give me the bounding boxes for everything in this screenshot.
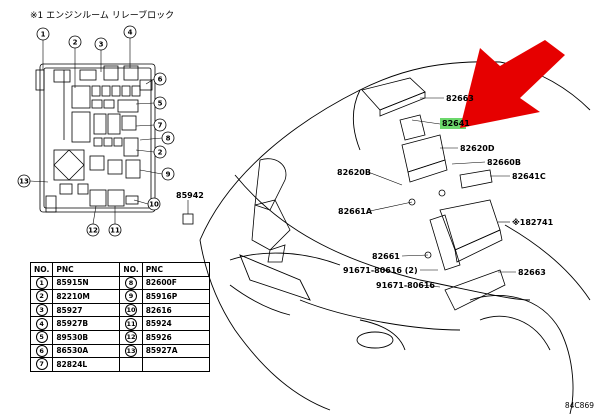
callout-1-label: 1 xyxy=(41,31,46,39)
row-number: 1 xyxy=(35,276,48,289)
row-number: 10 xyxy=(125,304,138,317)
relay-callout-leaders xyxy=(29,38,163,225)
label-82663-top: 82663 xyxy=(446,94,474,103)
label-82641C: 82641C xyxy=(512,172,546,181)
callout-11: 11 xyxy=(108,223,122,237)
callout-5: 5 xyxy=(153,96,167,110)
row-number: 4 xyxy=(35,317,48,330)
row-number: 13 xyxy=(125,344,138,357)
row-number: 7 xyxy=(35,358,48,371)
callout-2b: 2 xyxy=(153,145,167,159)
header-no-1: NO. xyxy=(29,262,54,277)
table-row: 6 86530A 13 85927A xyxy=(29,343,210,359)
row-number: 3 xyxy=(35,304,48,317)
pnc-table: NO. PNC NO. PNC 1 85915N 8 82600F 2 8221… xyxy=(29,262,210,372)
label-82661: 82661 xyxy=(372,252,400,261)
pnc-cell: 82616 xyxy=(141,302,210,318)
row-number: 11 xyxy=(125,317,138,330)
label-82620B: 82620B xyxy=(337,168,371,177)
callout-12: 12 xyxy=(86,223,100,237)
red-arrow-icon xyxy=(460,40,565,128)
callout-7-label: 7 xyxy=(158,122,163,130)
pnc-cell: 85927 xyxy=(52,302,121,318)
callout-10-label: 10 xyxy=(149,201,159,209)
callout-11-label: 11 xyxy=(110,227,120,235)
pnc-cell: 86530A xyxy=(52,343,121,359)
callout-6-label: 6 xyxy=(158,76,163,84)
label-82620D: 82620D xyxy=(460,144,495,153)
relay-callouts: 1 2 3 4 6 5 7 8 2 9 10 11 12 13 xyxy=(17,25,175,237)
pnc-table-header: NO. PNC NO. PNC xyxy=(29,262,210,277)
part-82641-highlight xyxy=(440,118,466,129)
pnc-cell: 85926 xyxy=(141,329,210,345)
pnc-cell: 85927A xyxy=(141,343,210,359)
pnc-cell: 82210M xyxy=(52,289,121,304)
diagram-code: 84C869 xyxy=(564,401,594,410)
callout-3-label: 3 xyxy=(99,41,104,49)
label-182741: ※182741 xyxy=(512,217,554,227)
table-row: 5 89530B 12 85926 xyxy=(29,329,210,345)
callout-2b-label: 2 xyxy=(158,149,163,157)
callout-5-label: 5 xyxy=(158,100,163,108)
empty-cell xyxy=(141,357,210,372)
header-no-2: NO. xyxy=(119,262,143,277)
callout-2-label: 2 xyxy=(73,39,78,47)
callout-2: 2 xyxy=(68,35,82,49)
pnc-cell: 85927B xyxy=(52,316,121,331)
row-number: 2 xyxy=(35,290,48,303)
label-82663-bottom: 82663 xyxy=(518,268,546,277)
pnc-cell: 85915N xyxy=(52,275,121,291)
label-82661A: 82661A xyxy=(338,207,373,216)
row-number: 6 xyxy=(35,344,48,357)
row-number: 9 xyxy=(125,290,138,303)
pnc-cell: 82600F xyxy=(141,275,210,291)
callout-8: 8 xyxy=(161,131,175,145)
callout-8-label: 8 xyxy=(166,135,171,143)
table-row: 1 85915N 8 82600F xyxy=(29,275,210,291)
callout-13: 13 xyxy=(17,174,31,188)
callout-3: 3 xyxy=(94,37,108,51)
header-pnc-1: PNC xyxy=(52,262,121,277)
pnc-cell: 89530B xyxy=(52,329,121,345)
label-91671-2: 91671-80616 (2) xyxy=(343,266,418,275)
callout-4: 4 xyxy=(123,25,137,39)
empty-cell xyxy=(119,357,143,372)
table-row: 7 82824L xyxy=(29,357,210,372)
part-labels: 82663 82641 82620D 82660B 82641C 82620B … xyxy=(176,94,554,290)
callout-6: 6 xyxy=(153,72,167,86)
row-number: 8 xyxy=(125,276,138,289)
table-row: 3 85927 10 82616 xyxy=(29,302,210,318)
relay-block-title: ※1 エンジンルーム リレーブロック xyxy=(30,11,175,21)
pnc-cell: 82824L xyxy=(52,357,121,372)
label-82660B: 82660B xyxy=(487,158,521,167)
row-number: 12 xyxy=(125,331,138,344)
callout-13-label: 13 xyxy=(19,178,29,186)
relay-block-drawing xyxy=(35,63,156,213)
label-91671: 91671-80616 xyxy=(376,281,435,290)
table-row: 2 82210M 9 85916P xyxy=(29,289,210,304)
pnc-cell: 85916P xyxy=(141,289,210,304)
part-leader-lines xyxy=(187,97,516,288)
callout-9-label: 9 xyxy=(166,171,171,179)
row-number: 5 xyxy=(35,331,48,344)
engine-parts-drawing xyxy=(182,77,506,311)
label-82641: 82641 xyxy=(442,119,470,128)
callout-4-label: 4 xyxy=(128,29,133,37)
header-pnc-2: PNC xyxy=(141,262,210,277)
callout-9: 9 xyxy=(161,167,175,181)
callout-10: 10 xyxy=(147,197,161,211)
car-front-drawing xyxy=(199,61,591,414)
callout-7: 7 xyxy=(153,118,167,132)
callout-12-label: 12 xyxy=(88,227,98,235)
table-row: 4 85927B 11 85924 xyxy=(29,316,210,331)
label-85942: 85942 xyxy=(176,191,204,200)
callout-1: 1 xyxy=(36,27,50,41)
pnc-cell: 85924 xyxy=(141,316,210,331)
